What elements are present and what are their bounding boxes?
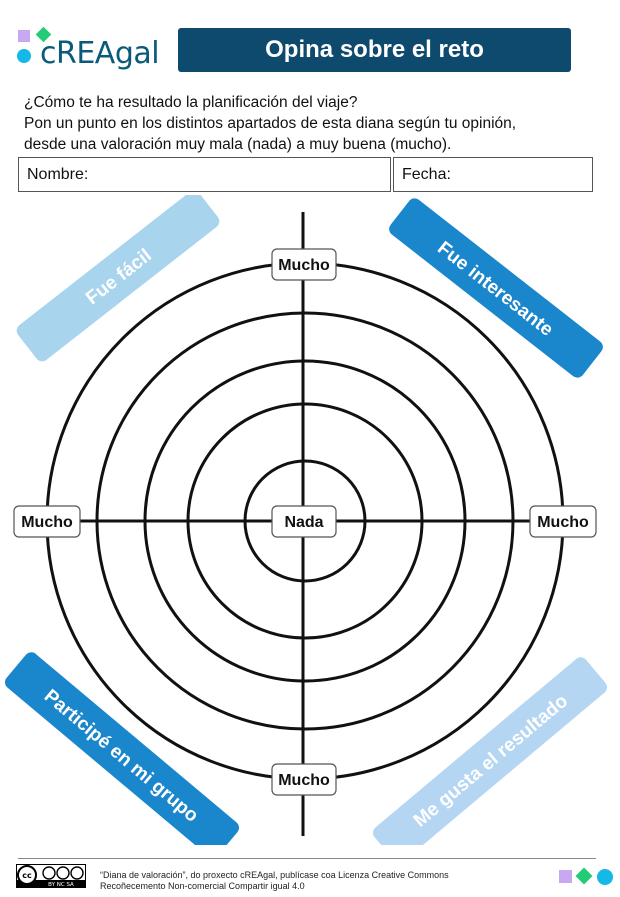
ribbon-bottom-left-text: Participé en mi grupo bbox=[40, 686, 202, 827]
creagal-logo: cREAgal bbox=[16, 26, 166, 74]
cc-badge-text: BY NC SA bbox=[48, 882, 74, 888]
logo-text: cREAgal bbox=[40, 36, 160, 71]
instruction-line: Pon un punto en los distintos apartados … bbox=[24, 115, 517, 132]
date-field[interactable]: Fecha: bbox=[393, 157, 593, 192]
label-center: Nada bbox=[271, 505, 337, 538]
label-right-text: Mucho bbox=[537, 514, 589, 531]
ribbon-top-left: Fue fácil bbox=[16, 195, 220, 362]
creative-commons-badge-icon: cc BY NC SA bbox=[16, 864, 86, 888]
footer-logo-shapes-icon bbox=[559, 867, 613, 885]
footer-divider bbox=[18, 858, 596, 859]
label-bottom: Mucho bbox=[271, 763, 337, 796]
license-text: “Diana de valoración”, do proxecto cREAg… bbox=[100, 870, 449, 892]
svg-text:cc: cc bbox=[22, 871, 32, 880]
ribbon-bottom-left: Participé en mi grupo bbox=[5, 652, 239, 845]
label-center-text: Nada bbox=[284, 514, 323, 531]
label-left-text: Mucho bbox=[21, 514, 73, 531]
name-label: Nombre: bbox=[27, 166, 89, 183]
instruction-line: ¿Cómo te ha resultado la planificación d… bbox=[24, 94, 358, 111]
rating-target[interactable]: Fue fácil Fue interesante Participé en m… bbox=[0, 195, 620, 845]
label-left: Mucho bbox=[13, 505, 81, 538]
ribbon-top-right-text: Fue interesante bbox=[433, 238, 557, 341]
label-top-text: Mucho bbox=[278, 257, 330, 274]
instruction-line: desde una valoración muy mala (nada) a m… bbox=[24, 136, 452, 153]
label-right: Mucho bbox=[529, 505, 597, 538]
name-field[interactable]: Nombre: bbox=[18, 157, 391, 192]
label-top: Mucho bbox=[271, 248, 337, 281]
instructions: ¿Cómo te ha resultado la planificación d… bbox=[24, 92, 604, 155]
label-bottom-text: Mucho bbox=[278, 772, 330, 789]
license-line: Recoñecemento Non-comercial Compartir ig… bbox=[100, 881, 305, 891]
ribbon-bottom-right: Me gusta el resultado bbox=[373, 657, 607, 845]
license-line: “Diana de valoración”, do proxecto cREAg… bbox=[100, 870, 449, 880]
logo-shapes-icon bbox=[17, 26, 52, 63]
ribbon-bottom-right-text: Me gusta el resultado bbox=[410, 691, 572, 832]
page-title: Opina sobre el reto bbox=[178, 28, 571, 72]
date-label: Fecha: bbox=[402, 166, 451, 183]
